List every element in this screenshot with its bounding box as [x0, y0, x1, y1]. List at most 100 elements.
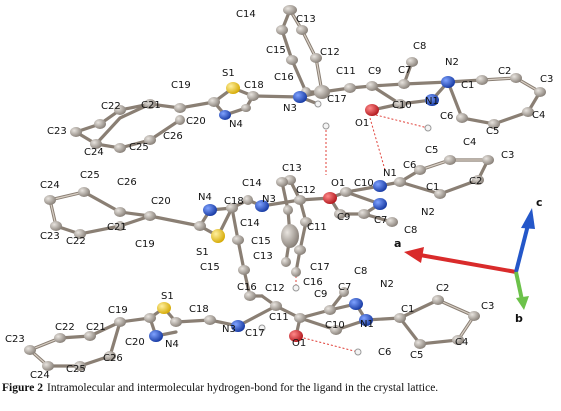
atom-label-bottom-n2: N2 [380, 279, 394, 290]
atom-label-bottom-c12: C12 [265, 283, 285, 294]
atom-label-top-c5: C5 [486, 126, 499, 137]
atom-label-bottom-c18: C18 [189, 304, 209, 315]
atom-label-middle-c26: C26 [117, 177, 137, 188]
atom-label-middle-c8: C8 [404, 225, 417, 236]
atom-label-top-c23: C23 [47, 126, 67, 137]
atom-label-bottom-c22: C22 [55, 322, 75, 333]
atom-label-bottom-c21: C21 [86, 322, 106, 333]
atom-label-middle-c10: C10 [354, 178, 374, 189]
atom-label-top-c22: C22 [101, 101, 121, 112]
axis-a-label: a [394, 237, 401, 250]
atom-label-middle-n4: N4 [198, 192, 212, 203]
atom-label-bottom-c20: C20 [125, 337, 145, 348]
ortep-molecular-diagram: C14C13C15C12C16C11C17N3C18S1C19C21C22C20… [5, 5, 553, 380]
atom-label-middle-c20: C20 [151, 196, 171, 207]
axis-b-label: b [515, 312, 523, 325]
atom-label-middle-n2: N2 [421, 207, 435, 218]
molecule-top [70, 5, 546, 175]
caption-text: Intramolecular and intermolecular hydrog… [47, 382, 439, 394]
axis-c-arrowhead [521, 208, 535, 229]
atom-label-bottom-n1: N1 [360, 319, 374, 330]
atom-label-top-c1: C1 [461, 80, 474, 91]
atom-label-middle-c6: C6 [403, 160, 416, 171]
atom-label-bottom-c24: C24 [30, 370, 50, 380]
figure-caption: Figure 2 Intramolecular and intermolecula… [2, 382, 558, 394]
atom-label-middle-c15: C15 [251, 236, 271, 247]
atom-label-top-c16: C16 [274, 72, 294, 83]
atom-label-middle-c25: C25 [80, 170, 100, 181]
molecule-bottom [24, 287, 480, 371]
atom-label-bottom-c17: C17 [245, 328, 265, 339]
atom-label-bottom-c19: C19 [108, 305, 128, 316]
atom-label-bottom-c2: C2 [436, 283, 449, 294]
atom-label-middle-c16: C16 [303, 277, 323, 288]
atom-label-top-c7: C7 [398, 65, 411, 76]
atom-label-top-o1: O1 [355, 118, 369, 129]
axis-b-arrowhead [516, 296, 529, 310]
atom-label-bottom-c4: C4 [455, 337, 468, 348]
atom-label-middle-c23: C23 [40, 231, 60, 242]
axis-b-arrow [514, 271, 524, 301]
atom-label-bottom-c3: C3 [481, 301, 494, 312]
atom-label-top-c3: C3 [540, 74, 553, 85]
atom-label-top-s1: S1 [222, 68, 235, 79]
caption-label: Figure 2 [2, 382, 43, 394]
atom-label-top-c25: C25 [129, 142, 149, 153]
atom-label-top-c4: C4 [532, 110, 545, 121]
atom-label-top-c11: C11 [336, 66, 356, 77]
atom-label-middle-c2: C2 [469, 176, 482, 187]
atom-label-middle-n1: N1 [383, 168, 397, 179]
atom-label-top-c13: C13 [296, 14, 316, 25]
atom-label-top-n2: N2 [445, 57, 459, 68]
atom-label-middle-c24: C24 [40, 180, 60, 191]
atom-label-bottom-c9: C9 [314, 289, 327, 300]
atom-label-bottom-n3: N3 [222, 324, 236, 335]
atom-label-bottom-c11: C11 [269, 312, 289, 323]
atom-label-middle-c13b: C13 [253, 251, 273, 262]
atom-label-top-c21: C21 [141, 100, 161, 111]
atom-label-middle-c9: C9 [337, 212, 350, 223]
atom-label-top-c8: C8 [413, 41, 426, 52]
atom-label-top-c6: C6 [440, 111, 453, 122]
atom-label-top-n3: N3 [283, 103, 297, 114]
atom-label-top-c26: C26 [163, 131, 183, 142]
atom-label-middle-c17: C17 [310, 262, 330, 273]
atom-label-top-c24: C24 [84, 147, 104, 158]
atom-label-bottom-c25: C25 [66, 364, 86, 375]
atom-label-bottom-c16: C16 [237, 282, 257, 293]
atom-label-bottom-n4: N4 [165, 339, 179, 350]
atom-label-middle-c5: C5 [425, 145, 438, 156]
atom-label-bottom-o1: O1 [292, 338, 306, 349]
atom-label-bottom-c6: C6 [378, 347, 391, 358]
atom-label-bottom-c8: C8 [354, 266, 367, 277]
atom-label-top-c20: C20 [186, 116, 206, 127]
atom-label-middle-c19: C19 [135, 239, 155, 250]
atom-label-middle-n3: N3 [262, 194, 276, 205]
atom-label-bottom-c7: C7 [338, 282, 351, 293]
atom-label-top-c10: C10 [392, 100, 412, 111]
atom-label-middle-c1: C1 [426, 182, 439, 193]
atom-label-middle-c14b: C14 [240, 218, 260, 229]
atom-label-top-n1: N1 [425, 96, 439, 107]
atom-label-top-c17: C17 [327, 94, 347, 105]
atom-label-top-c14: C14 [236, 9, 256, 20]
atom-label-middle-c11: C11 [307, 222, 327, 233]
axis-c-arrow [514, 224, 530, 273]
atom-label-middle-c4: C4 [463, 137, 476, 148]
atom-label-top-n4: N4 [229, 119, 243, 130]
atom-label-bottom-s1: S1 [161, 291, 174, 302]
atom-label-top-c15: C15 [266, 45, 286, 56]
atom-label-middle-s1: S1 [196, 247, 209, 258]
atom-label-bottom-c26: C26 [103, 353, 123, 364]
atom-label-middle-c21: C21 [107, 222, 127, 233]
atom-label-middle-c22: C22 [66, 236, 86, 247]
atom-label-top-c19: C19 [171, 80, 191, 91]
atom-label-top-c12: C12 [320, 47, 340, 58]
atom-label-middle-c14: C14 [242, 178, 262, 189]
atom-label-middle-c12: C12 [296, 185, 316, 196]
molecule-middle [44, 155, 494, 301]
axis-a-arrow [419, 253, 517, 274]
atom-label-middle-c13: C13 [282, 163, 302, 174]
